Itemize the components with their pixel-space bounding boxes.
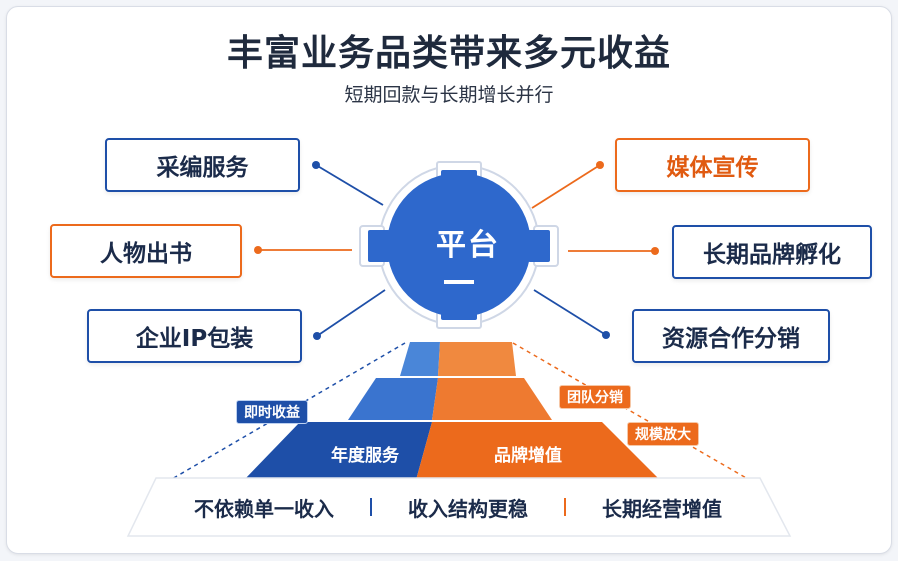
connector-dot-4 <box>596 161 604 169</box>
bottom-summary-bar: 不依赖单一收入 收入结构更稳 长期经营增值 <box>128 478 788 536</box>
pyramid-base-left <box>244 422 432 480</box>
pyramid-top-left <box>400 342 440 376</box>
connector-line-6 <box>533 289 607 336</box>
pyramid-base-left-label: 年度服务 <box>331 446 399 466</box>
bottom-item-3: 长期经营增值 <box>602 496 722 521</box>
pyramid <box>244 342 660 480</box>
pyramid-mid-right <box>432 378 552 420</box>
connector-dot-5 <box>651 247 659 255</box>
hub-label: 平台 <box>436 228 500 263</box>
item-label: 媒体宣传 <box>666 155 759 181</box>
page-title: 丰富业务品类带来多元收益 <box>226 33 671 74</box>
bottom-item-1: 不依赖单一收入 <box>194 496 334 521</box>
item-box-right-2: 长期品牌孵化 <box>672 225 872 279</box>
tag-scale-up: 规模放大 <box>627 422 699 446</box>
connector-line-4 <box>531 164 601 209</box>
connector-dot-2 <box>254 246 262 254</box>
pyramid-top-right <box>438 342 516 376</box>
separator <box>370 498 372 516</box>
pyramid-mid-left <box>348 378 438 420</box>
item-label: 资源合作分销 <box>662 326 800 352</box>
item-label: 采编服务 <box>156 155 249 181</box>
item-box-left-2: 人物出书 <box>50 224 242 278</box>
pyramid-base-right <box>416 422 660 480</box>
connector-line-1 <box>315 164 384 206</box>
item-label: 企业IP包装 <box>135 326 254 352</box>
hub-shape <box>359 161 559 329</box>
item-box-left-3: 企业IP包装 <box>87 309 302 363</box>
item-box-right-1: 媒体宣传 <box>615 138 810 192</box>
item-label: 人物出书 <box>100 241 192 267</box>
pyramid-base-right-label: 品牌增值 <box>494 446 562 466</box>
bottom-item-2: 收入结构更稳 <box>408 496 528 521</box>
tag-team-distribution: 团队分销 <box>559 385 631 409</box>
separator <box>564 498 566 516</box>
connector-dot-6 <box>602 331 610 339</box>
bottom-bar-shape <box>126 477 792 537</box>
item-box-left-1: 采编服务 <box>105 138 300 192</box>
connector-dot-3 <box>313 332 321 340</box>
page-subtitle: 短期回款与长期增长并行 <box>344 84 554 106</box>
item-box-right-3: 资源合作分销 <box>632 309 830 363</box>
connector-dot-1 <box>312 161 320 169</box>
connector-line-3 <box>316 289 386 337</box>
tag-instant-revenue: 即时收益 <box>236 400 308 424</box>
item-label: 长期品牌孵化 <box>703 242 841 268</box>
